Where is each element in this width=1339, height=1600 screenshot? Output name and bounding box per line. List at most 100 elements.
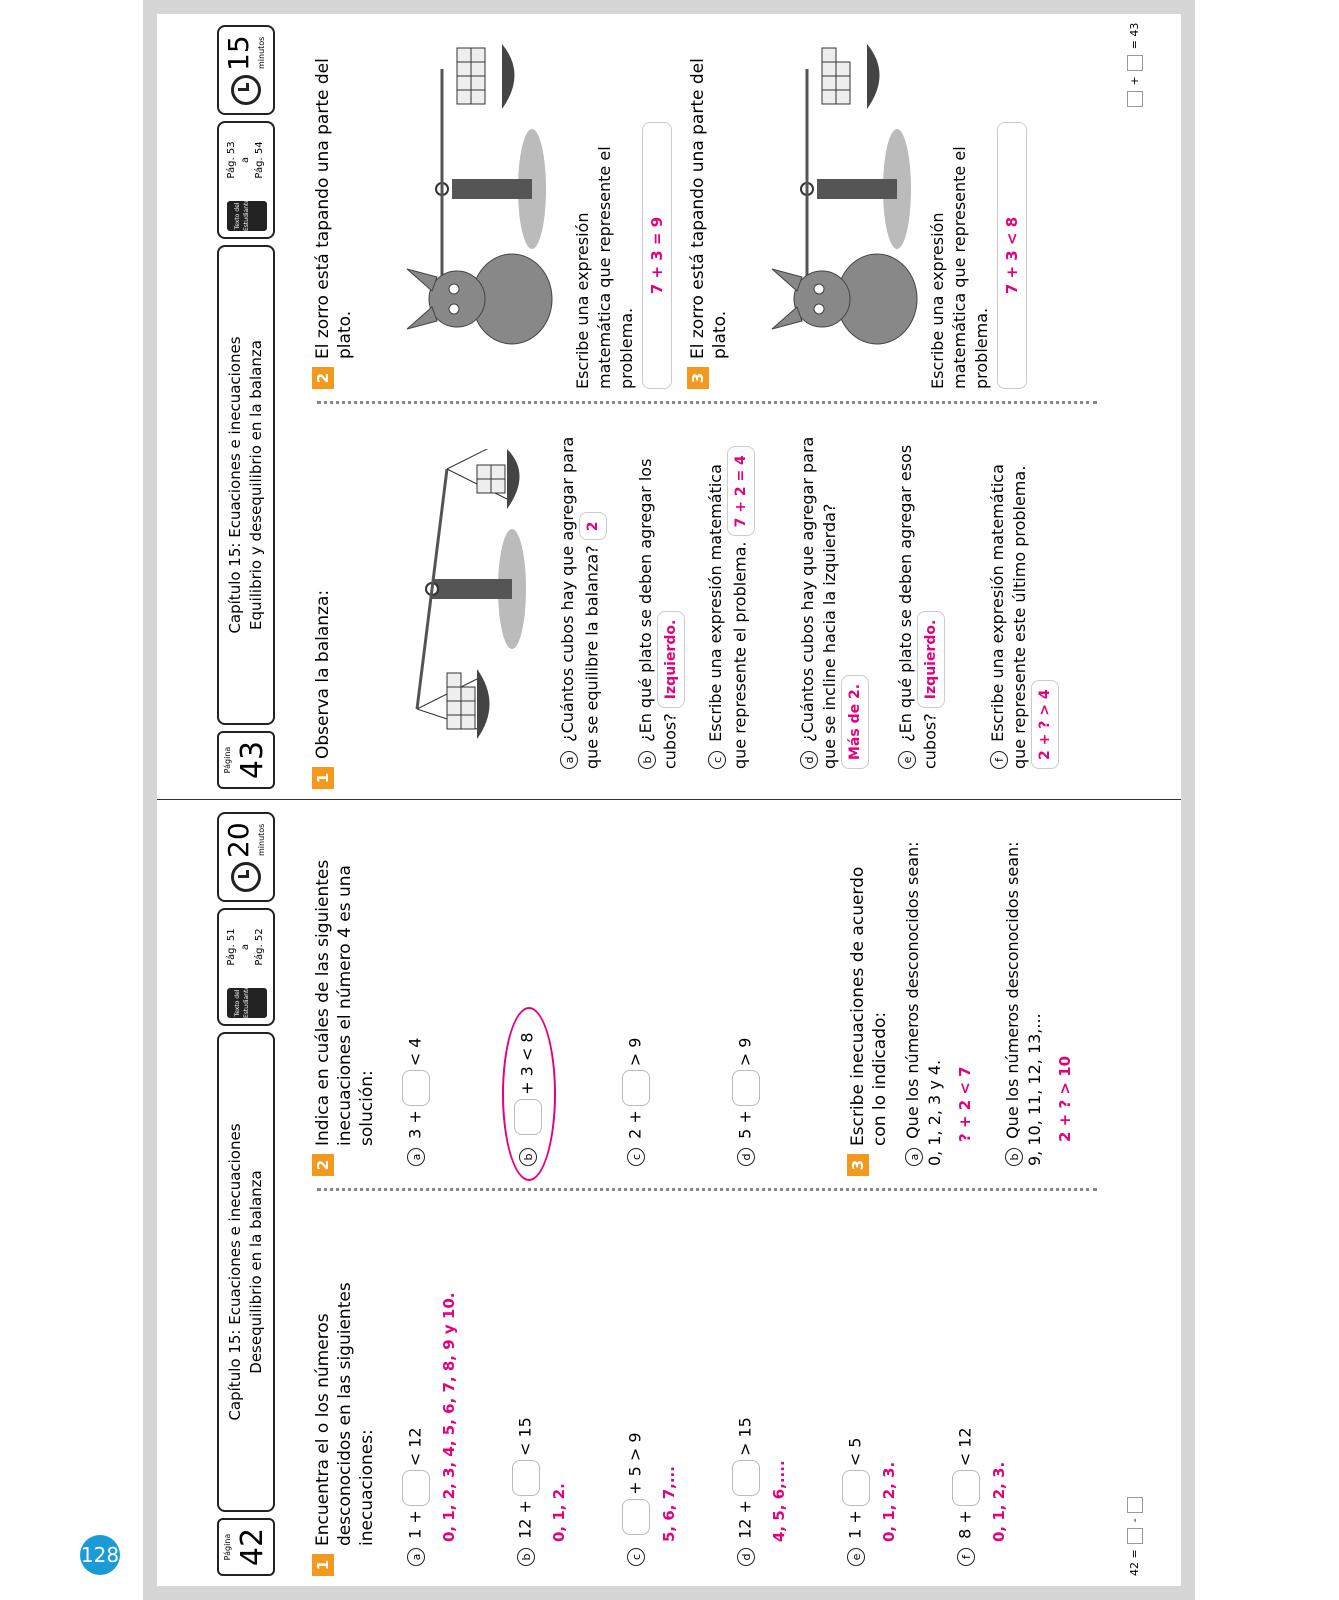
p42-question-1: 1 Encuentra el o los números desconocido…	[312, 1256, 378, 1576]
textbook-pages: Pág. 51 a Pág. 52	[225, 912, 267, 982]
p43-q3-prompt: Escribe una expresión matemática que rep…	[928, 146, 991, 389]
p43-q1-b: b ¿En qué plato se deben agregar los cub…	[635, 429, 685, 769]
item-post: > 15	[735, 1417, 755, 1457]
chapter-title: Capítulo 15: Ecuaciones e inecuaciones	[226, 336, 244, 634]
blank-input[interactable]	[512, 1460, 540, 1497]
fox-icon	[406, 253, 553, 345]
blank-input[interactable]	[952, 1470, 980, 1507]
blank-input[interactable]	[622, 1070, 650, 1107]
pages-a: a	[240, 156, 251, 164]
textbook-reference: Texto del Estudiante Pág. 51 a Pág. 52	[217, 908, 275, 1026]
p43-q1-d: d ¿Cuántos cubos hay que agregar para qu…	[797, 429, 869, 769]
time-box: 15 minutos	[217, 25, 275, 115]
chapter-title-box: Capítulo 15: Ecuaciones e inecuaciones D…	[217, 1032, 275, 1512]
footer-result: = 43	[1128, 22, 1141, 50]
item-letter: f	[957, 1548, 975, 1566]
question-text: El zorro está tapando una parte del plat…	[313, 58, 355, 359]
item-letter: a	[904, 1148, 923, 1166]
blank-input[interactable]	[732, 1460, 760, 1497]
item-post: < 15	[515, 1417, 535, 1457]
p43-footer: + = 43	[1127, 23, 1143, 109]
sheet	[157, 14, 1181, 1586]
blank-input[interactable]	[842, 1470, 870, 1507]
p43-q2-answer-box[interactable]: 7 + 3 = 9	[642, 122, 672, 389]
p42-q1-d: d 12 +> 15 4, 5, 6,....	[732, 1226, 790, 1566]
question-text: El zorro está tapando una parte del plat…	[688, 58, 730, 359]
page-number-box: Página 42	[217, 1518, 275, 1576]
p42-q3-title: 3 Escribe inecuaciones de acuerdo con lo…	[847, 846, 891, 1176]
p42-question-3: 3 Escribe inecuaciones de acuerdo con lo…	[847, 846, 891, 1176]
p43-q3-title: 3 El zorro está tapando una parte del pl…	[687, 29, 731, 389]
p42-q2-c: c 2 +> 9	[622, 1038, 650, 1166]
fox-balance-illustration-2	[771, 44, 918, 345]
blank-input[interactable]	[732, 1070, 760, 1107]
answer-text: ? + 2 < 7	[956, 1066, 974, 1142]
textbook-reference: Texto del Estudiante Pág. 53 a Pág. 54	[217, 121, 275, 239]
blank-input[interactable]	[402, 1470, 430, 1507]
p43-q1-a: a ¿Cuántos cubos hay que agregar para qu…	[557, 429, 607, 769]
chapter-title: Capítulo 15: Ecuaciones e inecuaciones	[226, 1123, 244, 1421]
column-divider	[317, 401, 1097, 404]
alarm-clock-icon	[231, 862, 261, 892]
item-letter: e	[847, 1548, 865, 1566]
p42-q3-b: b Que los números desconocidos sean: 9, …	[1002, 836, 1076, 1166]
item-post: + 3 < 8	[517, 1032, 537, 1095]
alarm-clock-icon	[231, 75, 261, 105]
item-letter: a	[559, 751, 578, 769]
blank-input[interactable]	[514, 1098, 542, 1135]
pages-from: Pág. 53	[226, 141, 237, 179]
p43-question-3: 3 El zorro está tapando una parte del pl…	[687, 29, 1027, 389]
item-text: ¿Cuántos cubos hay que agregar para que …	[558, 436, 602, 769]
blank-input[interactable]	[402, 1070, 430, 1107]
pages-to: Pág. 52	[254, 928, 265, 966]
blank-input[interactable]	[622, 1498, 650, 1535]
pages-from: Pág. 51	[226, 928, 237, 966]
page-43-header: Página 43 Capítulo 15: Ecuaciones e inec…	[217, 24, 275, 789]
answer-box[interactable]: 2	[579, 512, 607, 541]
item-letter: b	[637, 751, 656, 769]
answer-box[interactable]: Más de 2.	[841, 674, 869, 769]
item-text: ¿Cuántos cubos hay que agregar para que …	[798, 436, 839, 769]
question-text: Indica en cuáles de las siguientes inecu…	[313, 859, 377, 1146]
answer-box[interactable]: 7 + 2 = 4	[727, 446, 755, 537]
item-letter: b	[519, 1148, 537, 1166]
page-42: Página 42 Capítulo 15: Ecuaciones e inec…	[157, 801, 1181, 1586]
pages-to: Pág. 54	[254, 141, 265, 179]
fox-balance-illustration	[406, 44, 553, 345]
item-letter: d	[737, 1148, 755, 1166]
item-post: < 12	[405, 1427, 425, 1467]
answer-text: 0, 1, 2.	[550, 1483, 568, 1542]
p43-q1-c: c Escribe una expresión matemática que r…	[705, 429, 755, 769]
chapter-title-box: Capítulo 15: Ecuaciones e inecuaciones E…	[217, 245, 275, 725]
page-number: 43	[235, 740, 270, 780]
answer-text: 5, 6, 7,...	[660, 1466, 678, 1542]
answer-box[interactable]: Izquierdo.	[917, 610, 945, 709]
p42-q1-a: a 1 +< 12 0, 1, 2, 3, 4, 5, 6, 7, 8, 9 y…	[402, 1226, 460, 1566]
fox-icon	[771, 253, 918, 345]
item-post: < 12	[955, 1427, 975, 1467]
p42-q1-b: b 12 +< 15 0, 1, 2.	[512, 1226, 570, 1566]
book-icon: Texto del Estudiante	[227, 986, 267, 1018]
answer-text: 0, 1, 2, 3.	[880, 1461, 898, 1542]
footer-operator: +	[1128, 76, 1141, 86]
answer-box[interactable]: 2 + ? > 4	[1031, 680, 1059, 769]
p42-q2-title: 2 Indica en cuáles de las siguientes ine…	[312, 856, 378, 1176]
item-pre: 8 +	[955, 1510, 975, 1539]
minutes-label: minutos	[257, 36, 266, 69]
answer-box[interactable]: Izquierdo.	[657, 610, 685, 709]
item-letter: b	[1004, 1148, 1023, 1166]
book-page-number: 128	[80, 1535, 120, 1575]
item-letter: f	[989, 751, 1008, 769]
item-letter: d	[737, 1548, 755, 1566]
answer-text: 0, 1, 2, 3, 4, 5, 6, 7, 8, 9 y 10.	[440, 1292, 458, 1542]
pages-a: a	[240, 943, 251, 951]
page-number-box: Página 43	[217, 731, 275, 789]
page-42-header: Página 42 Capítulo 15: Ecuaciones e inec…	[217, 811, 275, 1576]
question-number: 3	[687, 367, 709, 389]
minutes-value: 15	[222, 35, 255, 71]
p43-q3-answer-box[interactable]: 7 + 3 < 8	[997, 122, 1027, 389]
answer-text: 2 + ? > 10	[1056, 1055, 1074, 1142]
item-letter: a	[407, 1548, 425, 1566]
p43-q2-prompt: Escribe una expresión matemática que rep…	[573, 146, 636, 389]
p43-q1-title: 1 Observa la balanza:	[312, 439, 334, 789]
